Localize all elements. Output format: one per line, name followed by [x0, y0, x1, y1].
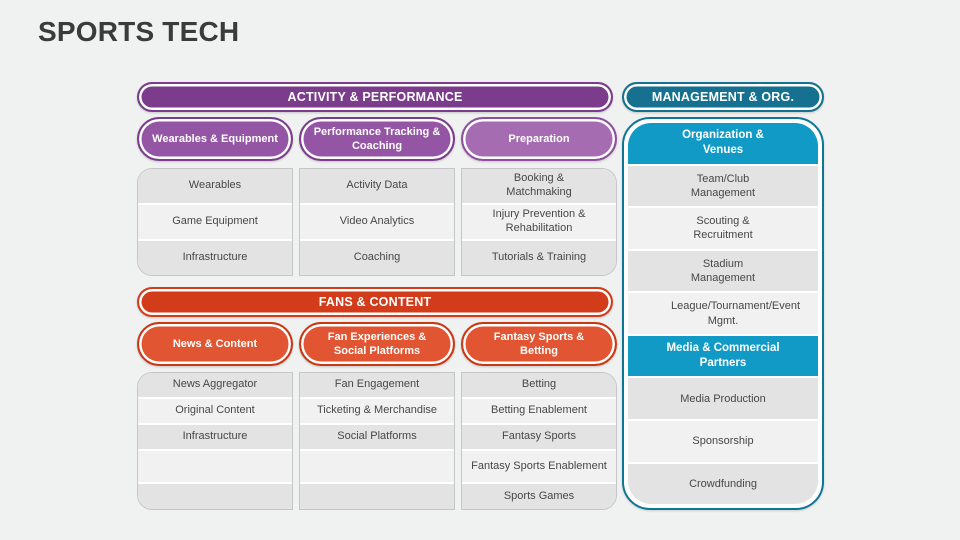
management-org-header-label: MANAGEMENT & ORG.	[651, 90, 795, 104]
slide-title: SPORTS TECH	[38, 16, 240, 47]
fan-experiences-social-platforms-pill: Fan Experiences & Social Platforms	[299, 322, 455, 366]
list-cell: Ticketing & Merchandise	[300, 399, 454, 423]
activity-performance-header-pill: ACTIVITY & PERFORMANCE	[137, 82, 613, 112]
wearables-equipment-pill: Wearables & Equipment	[137, 117, 293, 161]
fantasy-sports-betting-list: Betting Betting Enablement Fantasy Sport…	[461, 372, 617, 510]
fantasy-sports-betting-pill: Fantasy Sports & Betting	[461, 322, 617, 366]
list-cell: Fantasy Sports Enablement	[462, 451, 616, 482]
management-panel-body: Organization & Venues Team/Club Manageme…	[628, 123, 818, 504]
list-cell: Injury Prevention & Rehabilitation	[462, 205, 616, 239]
list-cell: Sports Games	[462, 484, 616, 509]
list-cell: Wearables	[138, 169, 292, 203]
list-cell: Social Platforms	[300, 425, 454, 449]
news-content-list: News Aggregator Original Content Infrast…	[137, 372, 293, 510]
list-cell: Scouting & Recruitment	[628, 208, 818, 249]
list-cell: Original Content	[138, 399, 292, 423]
list-cell: Infrastructure	[138, 425, 292, 449]
list-cell: Fantasy Sports	[462, 425, 616, 449]
fantasy-sports-betting-label: Fantasy Sports & Betting	[493, 330, 585, 357]
list-cell: Activity Data	[300, 169, 454, 203]
list-cell-empty	[300, 484, 454, 509]
activity-performance-header-label: ACTIVITY & PERFORMANCE	[287, 90, 463, 104]
wearables-equipment-list: Wearables Game Equipment Infrastructure	[137, 168, 293, 276]
list-cell: Tutorials & Training	[462, 241, 616, 275]
preparation-pill: Preparation	[461, 117, 617, 161]
list-cell: Coaching	[300, 241, 454, 275]
list-cell: Team/Club Management	[628, 165, 818, 207]
media-commercial-partners-header: Media & Commercial Partners	[628, 335, 818, 377]
list-cell-empty	[138, 451, 292, 482]
list-cell: Media Production	[628, 378, 818, 419]
list-cell: Infrastructure	[138, 241, 292, 275]
organization-venues-header: Organization & Venues	[628, 123, 818, 164]
list-cell: Booking & Matchmaking	[462, 169, 616, 203]
news-content-pill: News & Content	[137, 322, 293, 366]
performance-tracking-coaching-label: Performance Tracking & Coaching	[313, 125, 441, 152]
list-cell: Sponsorship	[628, 420, 818, 462]
list-cell: Betting	[462, 373, 616, 397]
fans-content-header-label: FANS & CONTENT	[318, 295, 432, 309]
performance-tracking-coaching-list: Activity Data Video Analytics Coaching	[299, 168, 455, 276]
preparation-label: Preparation	[508, 132, 570, 145]
fans-content-header-pill: FANS & CONTENT	[137, 287, 613, 317]
list-cell-empty	[138, 484, 292, 509]
management-panel: Organization & Venues Team/Club Manageme…	[622, 117, 824, 510]
list-cell: Fan Engagement	[300, 373, 454, 397]
fan-experiences-list: Fan Engagement Ticketing & Merchandise S…	[299, 372, 455, 510]
fan-experiences-social-platforms-label: Fan Experiences & Social Platforms	[327, 330, 427, 357]
list-cell-empty	[300, 451, 454, 482]
list-cell: Betting Enablement	[462, 399, 616, 423]
list-cell: Game Equipment	[138, 205, 292, 239]
news-content-label: News & Content	[172, 337, 258, 350]
wearables-equipment-label: Wearables & Equipment	[152, 132, 278, 145]
management-org-header-pill: MANAGEMENT & ORG.	[622, 82, 824, 112]
list-cell: Video Analytics	[300, 205, 454, 239]
list-cell: Crowdfunding	[628, 463, 818, 504]
list-cell: League/Tournament/Event Mgmt.	[628, 293, 818, 334]
preparation-list: Booking & Matchmaking Injury Prevention …	[461, 168, 617, 276]
list-cell: Stadium Management	[628, 250, 818, 292]
list-cell: News Aggregator	[138, 373, 292, 397]
performance-tracking-coaching-pill: Performance Tracking & Coaching	[299, 117, 455, 161]
